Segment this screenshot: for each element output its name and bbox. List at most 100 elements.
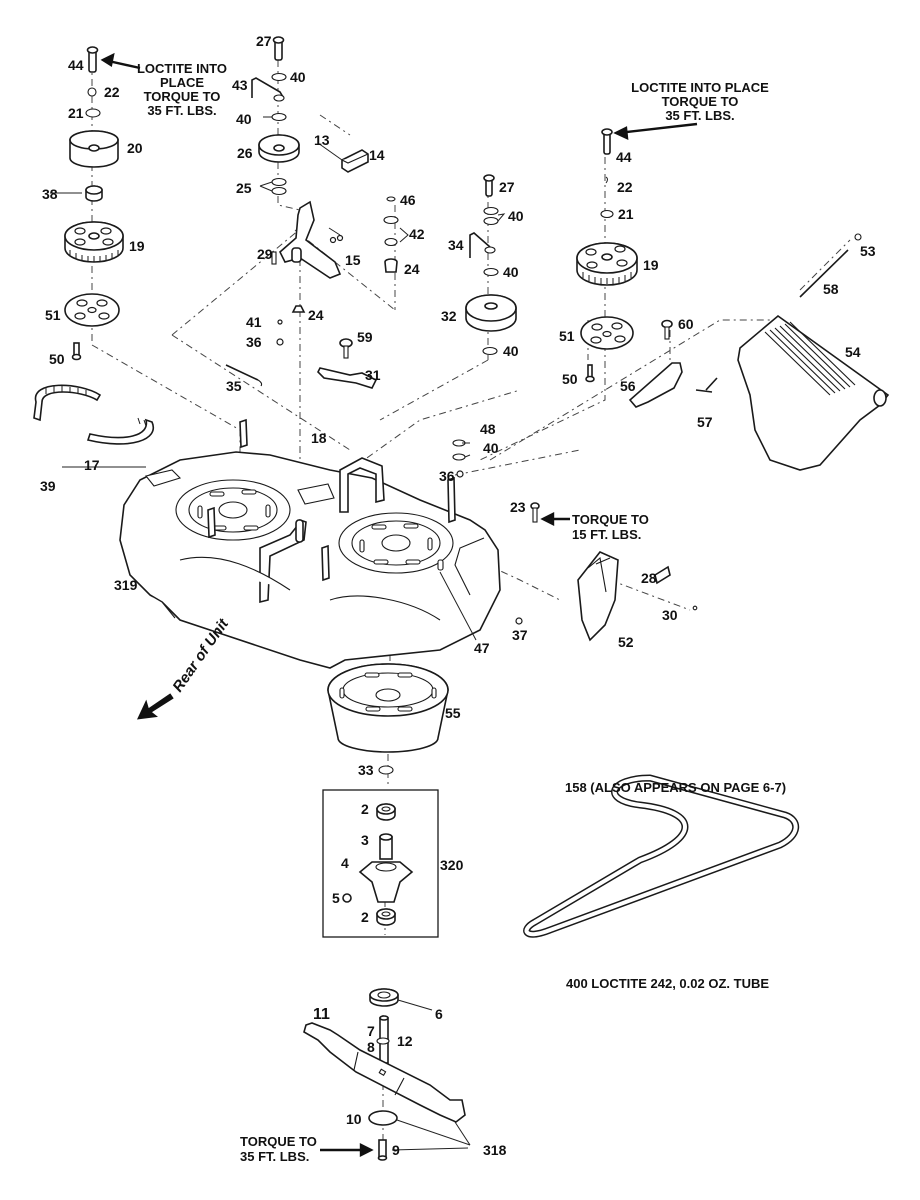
bushing-24a [384, 258, 398, 273]
callouts-center: 46 42 24 27 40 34 40 32 40 59 31 48 40 3… [357, 179, 528, 656]
spring-57 [695, 377, 718, 393]
deck-tab-left [239, 418, 248, 449]
callout: 8 [367, 1039, 375, 1055]
callout: 50 [49, 351, 65, 367]
bracket-56 [628, 362, 683, 408]
callout: 21 [68, 105, 84, 121]
callout: 19 [643, 257, 659, 273]
callout: 40 [236, 111, 252, 127]
svg-text:LOCTITE INTO: LOCTITE INTO [137, 61, 227, 76]
callouts-left: 44 22 21 20 38 19 51 50 17 39 319 [40, 57, 145, 593]
washer-10 [368, 1110, 398, 1126]
callout: 20 [127, 140, 143, 156]
washer-21-left [85, 108, 101, 118]
gear-pulley-19-right [576, 242, 638, 286]
spacer-center [484, 246, 496, 254]
bolt-27-center [483, 174, 495, 197]
callout: 23 [510, 499, 526, 515]
callout: 36 [439, 468, 455, 484]
pulley-32 [465, 294, 517, 332]
decal-18 [297, 483, 335, 505]
bolt-44-left [86, 46, 99, 73]
pulley-cover-20 [69, 130, 119, 168]
callout: 42 [409, 226, 425, 242]
callout: 27 [256, 33, 272, 49]
decal-39 [145, 469, 182, 487]
right-pulley-stack [576, 128, 890, 642]
belt-guard-17 [33, 384, 155, 445]
drive-belt-158 [523, 774, 800, 938]
pin-30 [692, 605, 698, 611]
washer-12 [376, 1037, 390, 1045]
callout: 59 [357, 329, 373, 345]
plate-51-right [580, 316, 634, 350]
callout: 24 [308, 307, 324, 323]
blade-11 [303, 1022, 466, 1123]
callout: 28 [641, 570, 657, 586]
callout: 41 [246, 314, 262, 330]
callout: 11 [313, 1006, 330, 1023]
callout: 47 [474, 640, 490, 656]
bracket-31 [317, 367, 378, 389]
callout: 55 [445, 705, 461, 721]
clip-53 [854, 233, 862, 241]
bearing-2-bottom [376, 908, 396, 926]
deck-bracket [339, 457, 385, 513]
callout: 15 [345, 252, 361, 268]
washer-40c-center [483, 267, 499, 277]
callout: 40 [503, 264, 519, 280]
callout: 40 [508, 208, 524, 224]
svg-text:35 FT. LBS.: 35 FT. LBS. [147, 103, 216, 118]
svg-text:PLACE: PLACE [160, 75, 204, 90]
spacer-3 [379, 833, 393, 860]
pins-15 [329, 234, 344, 244]
callouts-right: 44 22 21 19 51 50 53 58 54 60 56 57 52 2… [559, 149, 876, 650]
svg-text:35 FT. LBS.: 35 FT. LBS. [665, 108, 734, 123]
washer-21-right [600, 209, 614, 219]
callout: 13 [314, 132, 330, 148]
fitting-5 [342, 893, 352, 903]
bolt-59 [339, 338, 353, 359]
washer-36-idler [276, 338, 284, 346]
callout: 48 [480, 421, 496, 437]
callout: 52 [618, 634, 634, 650]
callout: 26 [237, 145, 253, 161]
bolt-27-idler [272, 36, 285, 61]
bolt-23 [530, 502, 540, 523]
callout: 54 [845, 344, 861, 360]
callout: 57 [697, 414, 713, 430]
callouts-idler: 27 40 43 40 26 25 13 14 29 15 41 36 24 3… [226, 33, 385, 446]
callout: 56 [620, 378, 636, 394]
callout: 40 [503, 343, 519, 359]
spindle-housing-55 [327, 663, 449, 753]
chute-54 [737, 314, 890, 471]
note-torque-blade: TORQUE TO 35 FT. LBS. [240, 1134, 317, 1164]
deflector-52 [577, 551, 619, 642]
callout: 10 [346, 1111, 362, 1127]
callout: 40 [290, 69, 306, 85]
svg-text:15 FT. LBS.: 15 FT. LBS. [572, 527, 641, 542]
callout: 18 [311, 430, 327, 446]
svg-text:TORQUE TO: TORQUE TO [240, 1134, 317, 1149]
washer-37 [515, 617, 523, 625]
note-torque-15: TORQUE TO 15 FT. LBS. [572, 512, 649, 542]
bolt-50-right [585, 364, 595, 383]
spindle-stack [303, 663, 466, 1161]
svg-text:35 FT. LBS.: 35 FT. LBS. [240, 1149, 309, 1164]
callout: 22 [104, 84, 120, 100]
svg-text:LOCTITE INTO PLACE: LOCTITE INTO PLACE [631, 80, 769, 95]
callout: 44 [616, 149, 632, 165]
callout: 21 [618, 206, 634, 222]
callout: 9 [392, 1142, 400, 1158]
rod-58 [799, 249, 849, 298]
svg-text:TORQUE TO: TORQUE TO [662, 94, 739, 109]
bearing-2-top [376, 803, 396, 821]
rod-34 [469, 232, 491, 258]
note-left-loctite: LOCTITE INTO PLACE TORQUE TO 35 FT. LBS. [137, 61, 227, 118]
note-arrows [100, 52, 698, 1157]
callout: 44 [68, 57, 84, 73]
washer-40b-center [483, 216, 499, 226]
callout: 58 [823, 281, 839, 297]
callout: 53 [860, 243, 876, 259]
callout: 319 [114, 577, 138, 593]
